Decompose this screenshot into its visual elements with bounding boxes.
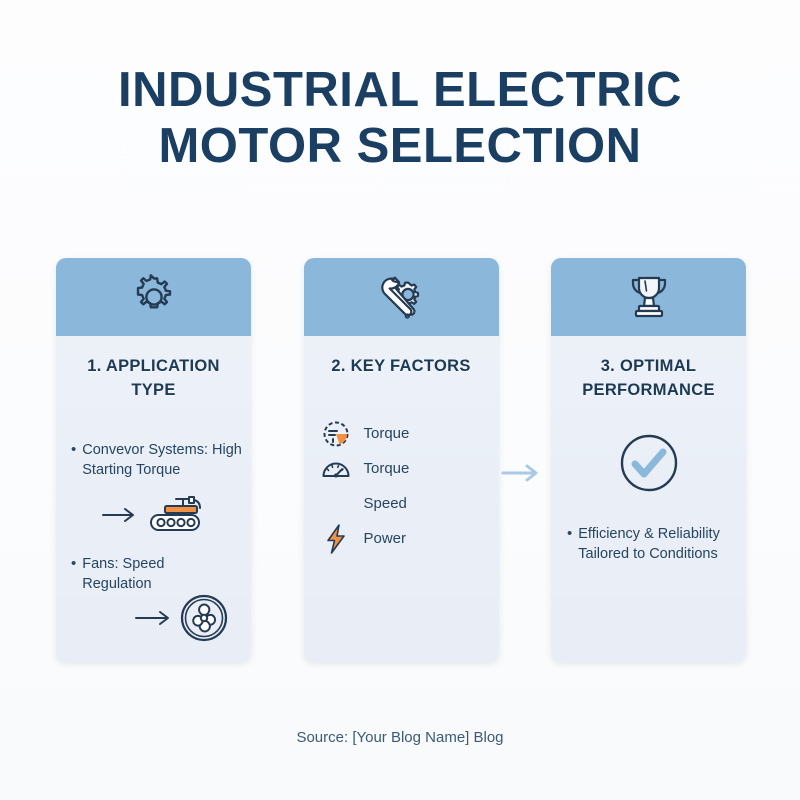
list-item: Torque <box>320 416 490 451</box>
list-item: Speed <box>320 486 490 521</box>
card-3-header <box>551 258 746 336</box>
no-icon-placeholder <box>320 489 352 519</box>
wrench-gear-icon <box>373 271 429 323</box>
fan-illustration <box>134 592 230 649</box>
list-item-label: Convevor Systems: High Starting Torque <box>82 442 242 478</box>
list-item-label: Efficiency & Reliability Tailored to Con… <box>578 526 720 562</box>
card-1-header <box>56 258 251 336</box>
card-2-body: Torque <box>304 378 499 662</box>
list-item: Power <box>320 521 490 556</box>
arrow-right-icon <box>134 609 174 632</box>
list-item: • Convevor Systems: High Starting Torque <box>71 440 246 480</box>
bullet-marker: • <box>71 555 77 572</box>
connector-arrow <box>500 462 544 486</box>
card-2-header <box>303 258 499 336</box>
card-1-body: • Convevor Systems: High Starting Torque <box>56 402 251 662</box>
card-2-title: 2. KEY FACTORS <box>331 357 471 375</box>
list-item-label: Speed <box>363 494 407 512</box>
lightning-bolt-icon <box>320 523 352 554</box>
cards-row: 1. APPLICATION TYPE • Convevor Systems: … <box>56 258 746 662</box>
bullet-marker: • <box>567 525 573 542</box>
arrow-right-icon <box>101 506 139 529</box>
list-item-label: Torque <box>363 424 410 442</box>
check-circle-icon <box>618 432 680 499</box>
card-application-type[interactable]: 1. APPLICATION TYPE • Convevor Systems: … <box>56 258 251 662</box>
card-1-title: 1. APPLICATION TYPE <box>87 357 220 399</box>
gear-icon <box>129 272 179 322</box>
card-key-factors[interactable]: 2. KEY FACTORS <box>303 258 499 662</box>
list-item-label: Torque <box>363 459 410 477</box>
bullet-marker: • <box>71 441 77 458</box>
conveyor-illustration <box>101 494 205 541</box>
card-3-body: • Efficiency & Reliability Tailored to C… <box>551 402 746 662</box>
list-item: • Efficiency & Reliability Tailored to C… <box>567 524 742 564</box>
list-item: Torque <box>320 451 490 486</box>
key-factors-list: Torque <box>320 416 490 556</box>
arrow-right-icon <box>500 464 544 488</box>
card-3-title: 3. OPTIMAL PERFORMANCE <box>582 357 715 399</box>
speedometer-icon <box>320 454 352 484</box>
page-title-line-2: MOTOR SELECTION <box>158 119 642 173</box>
list-item-label: Power <box>363 529 407 547</box>
page-title-line-1: INDUSTRIAL ELECTRIC <box>118 63 682 117</box>
source-caption: Source: [Your Blog Name] Blog <box>296 729 504 746</box>
card-optimal-performance[interactable]: 3. OPTIMAL PERFORMANCE • Efficiency & Re… <box>551 258 746 662</box>
list-item-label: Fans: Speed Regulation <box>82 556 165 592</box>
trophy-icon <box>623 271 675 323</box>
check-circle-illustration <box>551 432 746 499</box>
torque-dial-icon <box>320 419 352 449</box>
list-item: • Fans: Speed Regulation <box>71 554 211 594</box>
conveyor-belt-icon <box>143 494 205 541</box>
fan-icon <box>178 592 230 649</box>
page-title: INDUSTRIAL ELECTRIC MOTOR SELECTION <box>0 62 800 174</box>
